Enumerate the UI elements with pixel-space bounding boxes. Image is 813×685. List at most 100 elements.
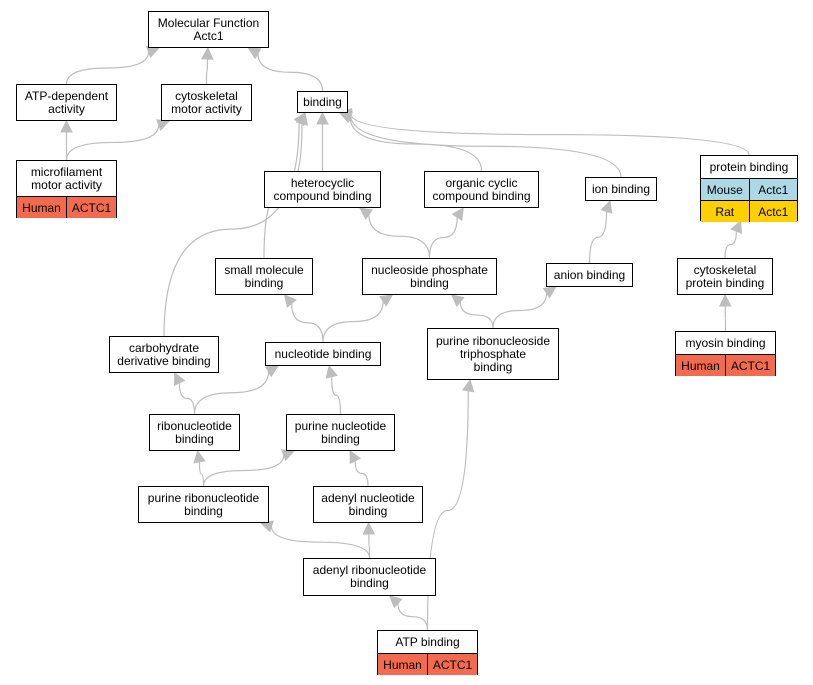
node-label-line: motor activity [31, 177, 102, 192]
node-label-line: compound binding [432, 188, 531, 203]
gene-cell: ACTC1 [66, 197, 116, 218]
arrowhead [388, 595, 403, 609]
edge-atp-dependent-activity-to-molecular-function [65, 51, 150, 85]
node-label-line: triphosphate [459, 346, 527, 361]
species-cell: Human [22, 200, 61, 215]
edge-nucleotide-binding-to-small-molecule-binding [291, 303, 324, 343]
node-label-line: activity [48, 101, 85, 116]
node-label: ATP binding [378, 631, 477, 653]
node-label-line: binding [321, 431, 360, 446]
arrowhead [362, 521, 376, 535]
arrowhead [451, 207, 464, 222]
edge-purine-ribonucleoside-triphosphate-binding-to-nucleoside-phosphate-binding [459, 301, 494, 329]
node-label-line: purine nucleotide [294, 418, 387, 433]
node-label-line: binding [350, 576, 389, 590]
annotation-row-human: Human ACTC1 [17, 196, 116, 218]
node-label-line: derivative binding [117, 353, 211, 368]
node-label-line: nucleoside phosphate [371, 262, 488, 277]
node-label-line: myosin binding [685, 335, 766, 350]
edge-cytoskeletal-protein-binding-to-protein-binding [724, 231, 737, 259]
node-label: anion binding [547, 264, 632, 286]
species-cell: Rat [715, 204, 735, 219]
arrowhead [718, 293, 732, 307]
edge-protein-binding-to-binding [350, 113, 750, 156]
edge-microfilament-motor-activity-to-cytoskeletal-motor-activity [65, 124, 160, 161]
node-label: myosin binding [676, 332, 775, 354]
node-label-line: microfilament [30, 164, 103, 179]
node-ion-binding: ion binding [585, 177, 657, 201]
edge-purine-nucleotide-binding-to-nucleotide-binding [331, 376, 342, 415]
edge-ribonucleotide-binding-to-carbohydrate-derivative-binding [178, 382, 196, 415]
edge-ribonucleotide-binding-to-nucleotide-binding [193, 371, 270, 415]
annotation-row-rat: Rat Actc1 [701, 200, 797, 222]
node-label-line: organic cyclic [445, 175, 518, 190]
gene-cell: Actc1 [748, 201, 798, 222]
node-label-line: Actc1 [193, 28, 224, 43]
arrowhead [379, 294, 394, 307]
edge-adenyl-ribonucleotide-binding-to-purine-ribonucleotide-binding [270, 526, 371, 559]
arrowhead [174, 371, 186, 387]
edge-carbohydrate-derivative-binding-to-binding [163, 122, 300, 337]
arrowhead [349, 450, 361, 465]
node-label-line: Molecular Function [157, 15, 260, 30]
arrowhead [461, 378, 475, 393]
arrowhead [359, 207, 373, 220]
arrowhead [600, 199, 613, 214]
node-label-line: heterocyclic [290, 175, 355, 190]
edge-purine-ribonucleotide-binding-to-ribonucleotide-binding [198, 461, 205, 487]
gene-cell: Actc1 [748, 179, 798, 200]
node-label-line: small molecule [224, 262, 304, 277]
node-label-line: protein binding [685, 275, 765, 290]
node-anion-binding: anion binding [546, 263, 633, 287]
edge-purine-ribonucleotide-binding-to-purine-nucleotide-binding [202, 454, 285, 487]
arrowhead [264, 365, 279, 378]
node-label-line: binding [184, 503, 223, 518]
species-cell: Human [681, 358, 720, 373]
node-label-line: binding [303, 94, 342, 109]
node-label-line: ATP-dependent [24, 88, 109, 103]
node-label-line: cytoskeletal [175, 88, 238, 103]
edge-nucleotide-binding-to-nucleoside-phosphate-binding [322, 301, 384, 343]
edge-binding-to-molecular-function [257, 53, 324, 92]
arrowhead [293, 112, 306, 127]
node-label-line: binding [410, 275, 449, 290]
edge-atp-binding-to-adenyl-ribonucleotide-binding [397, 603, 429, 631]
node-label-line: binding [348, 503, 388, 518]
node-nucleotide-binding: nucleotide binding [265, 342, 381, 366]
arrowhead [316, 111, 329, 125]
edge-anion-binding-to-ion-binding [588, 211, 608, 264]
node-label-line: motor activity [171, 101, 242, 116]
node-binding: binding [297, 91, 348, 113]
node-label-line: binding [244, 275, 284, 290]
node-label-line: purine ribonucleotide [147, 490, 260, 505]
node-label-line: binding [473, 359, 513, 374]
